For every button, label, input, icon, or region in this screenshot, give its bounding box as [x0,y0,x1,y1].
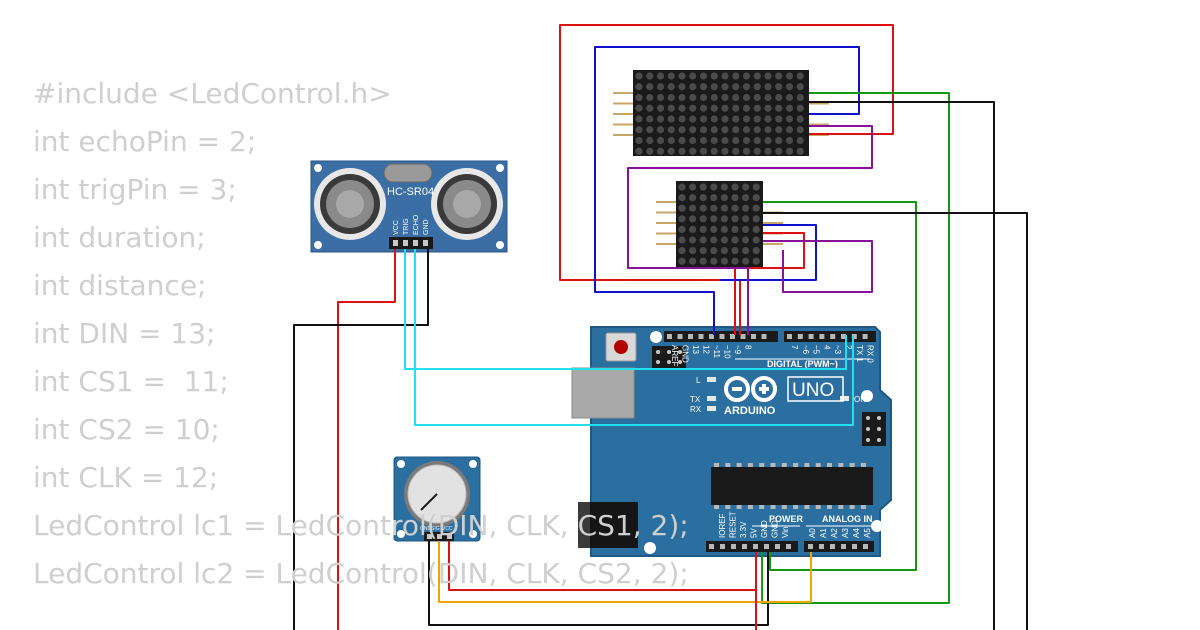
icsp-header-right [862,412,886,446]
wire-black-sensor-gnd [293,249,429,630]
wire-cyan-trig [404,249,847,370]
wire-blue-din-1 [594,46,860,335]
led-matrix-1[interactable] [613,70,829,156]
power-pin-label: IOREF [718,513,727,538]
l-led [707,377,716,382]
digital-pin-label: 4 [822,345,831,350]
microcontroller-chip [711,467,873,505]
digital-pin-label: 7 [790,345,799,350]
power-pin-label: 3.3V [739,521,748,538]
digital-pin-label: 2 [844,345,853,350]
sensor-pin-label: TRIG [403,218,410,235]
sensor-pin-label: ECHO [413,214,420,235]
power-pin-label: GND [760,520,769,538]
digital-pin-label: ~9 [733,345,742,355]
digital-pin-label: AREF [670,345,679,366]
wire-red-matrix2-vcc [734,232,805,335]
wire-black-2 [763,212,1028,630]
pot-pin-label: VCC [442,526,453,532]
analog-pin-label: A1 [819,528,828,538]
icsp-header [652,346,686,368]
analog-pin-label: A4 [852,528,861,538]
digital-pin-label: RX 0 [866,345,875,363]
power-pin-label: RESET [729,511,738,538]
digital-header-right [784,331,876,342]
wire-purple-2 [763,240,873,293]
power-pin-label: GND [771,520,780,538]
pot-pin-label: SIG [431,526,440,532]
wire-green-1 [761,92,950,604]
wire-green-2 [763,201,917,571]
wire-purple-1 [627,125,873,335]
wire-blue-din-2 [720,224,817,281]
tx-led-label: TX [690,395,701,404]
power-label: POWER [769,514,804,524]
digital-pin-label: ~3 [833,345,842,355]
arduino-brand: ARDUINO [724,405,776,417]
digital-pin-label: ~6 [801,345,810,355]
digital-pin-label: GND [681,345,690,363]
arduino-model: UNO [792,380,834,401]
digital-pin-label: 13 [691,345,700,354]
digital-pin-label: TX 1 [855,345,864,362]
digital-pin-label: ~11 [712,345,721,359]
pot-pin-label: GND [420,526,432,532]
rx-led [707,406,716,411]
analog-pin-label: A5 [863,528,872,538]
transducer-left [314,168,386,240]
power-header [706,541,798,552]
power-pin-label: 5V [750,528,759,538]
crystal-oscillator [383,163,433,183]
arduino-logo [724,376,777,402]
analog-pin-label: A3 [841,528,850,538]
wire-orange-pot-sig [438,541,812,603]
sensor-pin-label: VCC [393,220,400,235]
digital-pin-label: 8 [744,345,753,350]
wire-cyan-echo [414,249,854,426]
sensor-pin-label: GND [423,219,430,235]
wires [293,24,1028,630]
l-led-label: L [696,376,701,385]
on-led [840,396,849,401]
sensor-label: HC-SR04 [387,186,434,198]
transducer-right [431,168,503,240]
analog-label: ANALOG IN [822,514,873,524]
analog-pin-label: A2 [830,528,839,538]
analog-pin-label: A0 [808,528,817,538]
rx-led-label: RX [690,405,702,414]
digital-pin-label: ~5 [812,345,821,355]
digital-label: DIGITAL (PWM~) [767,359,838,369]
wire-black-pot-gnd [428,541,769,626]
usb-connector [571,367,635,419]
power-pin-label: Vin [781,527,790,538]
wire-black-1 [809,101,995,630]
digital-pin-label: ~10 [723,345,732,359]
tx-led [707,396,716,401]
wire-red-pot-vcc [448,541,757,630]
sensor-pin-header [389,237,433,249]
wire-red-sensor-vcc [337,249,396,630]
analog-header [804,541,874,552]
digital-pin-label: 12 [702,345,711,354]
uno-badge [787,376,844,402]
on-led-label: ON [854,395,866,404]
